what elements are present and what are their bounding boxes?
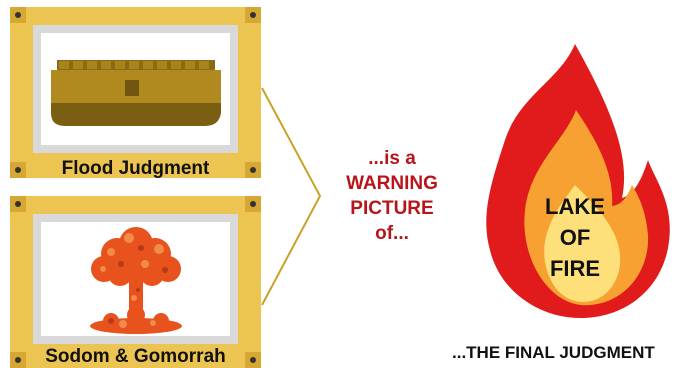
flood-picture [41, 33, 230, 145]
frame-nail [15, 167, 21, 173]
flood-caption: Flood Judgment [61, 158, 210, 179]
frame-nail [15, 12, 21, 18]
fire-label-line: LAKE [545, 194, 605, 219]
frame-nail [15, 357, 21, 363]
fire-label-line: FIRE [549, 256, 601, 281]
frame-nail [250, 201, 256, 207]
flood-picture-frame: Flood Judgment [10, 7, 261, 179]
explosion-icon [90, 227, 182, 334]
warning-line: ...is a [368, 148, 416, 169]
frame-nail [250, 357, 256, 363]
ark-icon [51, 60, 221, 126]
frame-mat [33, 214, 238, 344]
final-judgment-text: ...THE FINAL JUDGMENT [452, 343, 655, 362]
frame-nail [15, 201, 21, 207]
sodom-picture-frame: Sodom & Gomorrah [10, 196, 261, 368]
warning-line: PICTURE [350, 198, 434, 219]
frame-mat [33, 25, 238, 153]
lake-of-fire-label: LAKE OF FIRE [520, 191, 630, 284]
warning-text: ...is a WARNING PICTURE of... [322, 146, 462, 246]
sodom-caption: Sodom & Gomorrah [45, 346, 226, 367]
fire-label-line: OF [559, 225, 591, 250]
warning-line: WARNING [346, 173, 438, 194]
sodom-picture [41, 222, 230, 336]
warning-line: of... [375, 223, 409, 244]
frame-nail [250, 167, 256, 173]
frame-nail [250, 12, 256, 18]
